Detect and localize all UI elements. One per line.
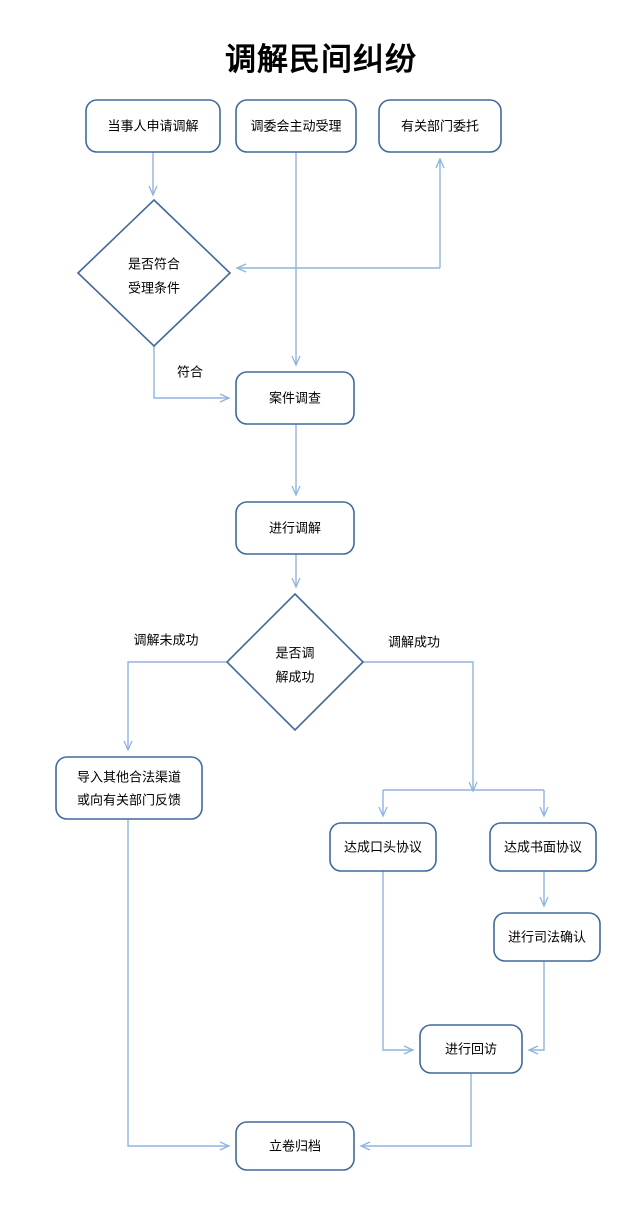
edge-followup-to-archive bbox=[359, 1073, 472, 1151]
node-decision-mediation-result-line2: 解成功 bbox=[275, 669, 314, 684]
edge-other-channel-to-archive bbox=[127, 819, 231, 1151]
node-department-entrust[interactable]: 有关部门委托 bbox=[378, 99, 502, 153]
node-file-archive[interactable]: 立卷归档 bbox=[235, 1121, 355, 1171]
node-case-investigation-label: 案件调查 bbox=[269, 390, 321, 405]
node-conduct-mediation-label: 进行调解 bbox=[269, 520, 321, 535]
node-other-legal-channel-line2: 或向有关部门反馈 bbox=[77, 792, 181, 807]
node-layer: 当事人申请调解 调委会主动受理 有关部门委托 是否符合 受理条件 案件调 bbox=[55, 99, 601, 1171]
page-title: 调解民间纠纷 bbox=[225, 42, 417, 77]
node-follow-up-visit[interactable]: 进行回访 bbox=[419, 1024, 523, 1074]
node-decision-eligibility-line2: 受理条件 bbox=[128, 280, 180, 295]
connector-layer bbox=[123, 152, 549, 1151]
edge-decision-yes-to-investigation bbox=[153, 346, 231, 403]
node-conduct-mediation[interactable]: 进行调解 bbox=[235, 501, 355, 555]
edge-label-layer: 符合 调解未成功 调解成功 bbox=[133, 364, 440, 649]
edge-failed-to-other-channel bbox=[123, 661, 227, 752]
edge-label-eligible: 符合 bbox=[177, 364, 203, 379]
node-committee-accept-label: 调委会主动受理 bbox=[250, 118, 341, 133]
edge-oral-to-followup bbox=[382, 871, 415, 1055]
node-oral-agreement-label: 达成口头协议 bbox=[344, 839, 422, 854]
edge-label-mediation-failed: 调解未成功 bbox=[133, 632, 198, 647]
edge-label-mediation-success: 调解成功 bbox=[388, 634, 440, 649]
node-committee-accept[interactable]: 调委会主动受理 bbox=[235, 99, 357, 153]
node-oral-agreement[interactable]: 达成口头协议 bbox=[329, 822, 437, 872]
node-judicial-confirmation[interactable]: 进行司法确认 bbox=[493, 912, 601, 962]
node-case-investigation[interactable]: 案件调查 bbox=[235, 371, 355, 425]
node-decision-eligibility[interactable]: 是否符合 受理条件 bbox=[76, 198, 232, 348]
node-decision-mediation-result-line1: 是否调 bbox=[275, 645, 314, 660]
node-file-archive-label: 立卷归档 bbox=[269, 1138, 321, 1153]
node-other-legal-channel[interactable]: 导入其他合法渠道 或向有关部门反馈 bbox=[55, 756, 203, 820]
node-follow-up-visit-label: 进行回访 bbox=[445, 1041, 497, 1056]
node-other-legal-channel-line1: 导入其他合法渠道 bbox=[77, 769, 181, 784]
node-judicial-confirmation-label: 进行司法确认 bbox=[508, 929, 586, 944]
node-decision-eligibility-line1: 是否符合 bbox=[128, 256, 180, 271]
node-department-entrust-label: 有关部门委托 bbox=[401, 118, 479, 133]
node-applicant-request[interactable]: 当事人申请调解 bbox=[85, 99, 221, 153]
node-written-agreement-label: 达成书面协议 bbox=[504, 839, 582, 854]
edge-success-to-split bbox=[363, 661, 478, 793]
node-applicant-request-label: 当事人申请调解 bbox=[107, 118, 198, 133]
node-written-agreement[interactable]: 达成书面协议 bbox=[489, 822, 597, 872]
node-decision-mediation-result[interactable]: 是否调 解成功 bbox=[225, 592, 365, 732]
edge-judicial-to-followup bbox=[527, 961, 545, 1055]
